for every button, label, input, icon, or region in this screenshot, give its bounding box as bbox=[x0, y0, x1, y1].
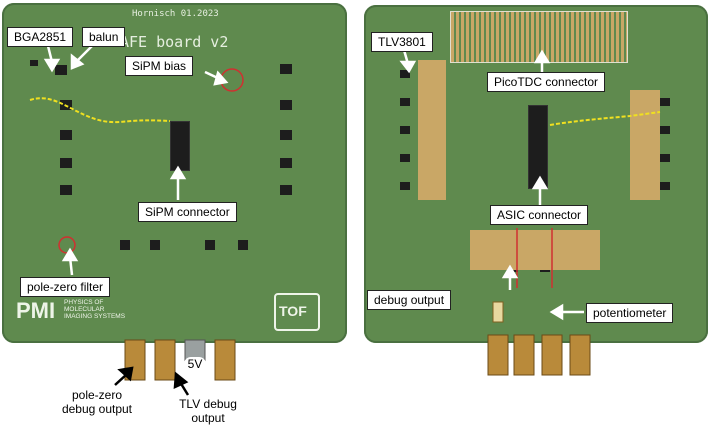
label-sipm-bias: SiPM bias bbox=[125, 56, 194, 76]
right-trace-highlight bbox=[549, 111, 661, 126]
pmi-logo-text: PMI bbox=[16, 298, 56, 323]
label-potentiometer: potentiometer bbox=[586, 303, 674, 323]
silkscreen-author: Hornisch 01.2023 bbox=[132, 9, 219, 19]
label-pole-zero-debug-output: pole-zero debug output bbox=[61, 388, 133, 416]
picotdc-connector-pad-array bbox=[450, 11, 628, 63]
label-bga2851: BGA2851 bbox=[7, 27, 74, 47]
left-component-rows bbox=[30, 60, 292, 250]
silkscreen-title: AFE board v2 bbox=[120, 33, 229, 51]
left-sma-connectors bbox=[124, 339, 236, 381]
left-trace-highlight bbox=[29, 97, 171, 124]
right-sma-connectors bbox=[487, 301, 591, 376]
black-annotation-arrows bbox=[114, 366, 190, 396]
label-picotdc-connector: PicoTDC connector bbox=[487, 72, 606, 92]
tof-logo-text: TOF bbox=[279, 303, 307, 319]
label-tlv3801: TLV3801 bbox=[371, 32, 433, 52]
pmi-logo: PMI PHYSICS OF MOLECULAR IMAGING SYSTEMS bbox=[16, 298, 126, 326]
tof-logo: TOF bbox=[274, 293, 320, 331]
label-pole-zero-filter: pole-zero filter bbox=[20, 277, 111, 297]
label-tlv-debug-output: TLV debug output bbox=[179, 397, 237, 425]
label-sipm-connector: SiPM connector bbox=[138, 202, 237, 222]
label-balun: balun bbox=[82, 27, 126, 47]
annotation-arrows bbox=[43, 45, 584, 321]
label-debug-output: debug output bbox=[367, 290, 452, 310]
right-pad-grids bbox=[418, 60, 660, 270]
pmi-logo-subtext: PHYSICS OF MOLECULAR IMAGING SYSTEMS bbox=[64, 299, 126, 320]
label-asic-connector: ASIC connector bbox=[490, 205, 589, 225]
pole-zero-filter-highlight bbox=[58, 236, 76, 254]
label-5v: 5V bbox=[184, 357, 206, 371]
